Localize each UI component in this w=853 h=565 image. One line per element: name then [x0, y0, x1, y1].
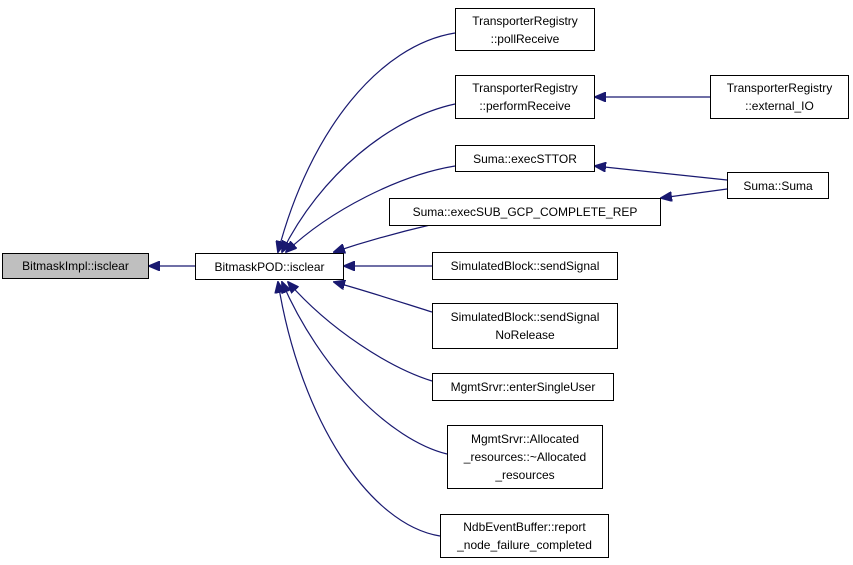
node-send-signal-norelease[interactable]: SimulatedBlock::sendSignal NoRelease: [432, 303, 618, 349]
node-label-line1: MgmtSrvr::Allocated: [470, 432, 580, 446]
node-label-line1: TransporterRegistry: [472, 13, 578, 28]
edge-pollreceive-to-bitmaskpod: [278, 32, 456, 252]
node-label-line1: TransporterRegistry: [726, 81, 833, 95]
node-report-node-failure-completed[interactable]: NdbEventBuffer::report _node_failure_com…: [440, 514, 609, 558]
node-label-line1: NdbEventBuffer::report: [463, 520, 586, 534]
node-external-io[interactable]: TransporterRegistry ::external_IO: [710, 75, 849, 119]
node-label-line2: NoRelease: [495, 328, 555, 342]
edge-execsubgcp-to-bitmaskpod: [334, 224, 431, 252]
node-bitmaskimpl-isclear[interactable]: BitmaskImpl::isclear: [2, 253, 149, 279]
node-suma-suma[interactable]: Suma::Suma: [727, 172, 829, 199]
node-label-line2: ::performReceive: [479, 99, 571, 113]
node-label: Suma::execSUB_GCP_COMPLETE_REP: [412, 205, 638, 219]
edge-sumasuma-to-execsttor: [595, 166, 728, 181]
node-allocated-resources[interactable]: MgmtSrvr::Allocated _resources::~Allocat…: [447, 425, 603, 489]
node-label-line3: _resources: [495, 468, 555, 482]
node-perform-receive[interactable]: TransporterRegistry ::performReceive: [455, 75, 595, 119]
node-label-line1: TransporterRegistry: [472, 81, 578, 95]
edge-reportnodefailure-to-bitmaskpod: [278, 282, 441, 537]
node-label-line1: SimulatedBlock::sendSignal: [450, 310, 600, 324]
node-send-signal[interactable]: SimulatedBlock::sendSignal: [432, 252, 618, 280]
node-label: SimulatedBlock::sendSignal: [450, 259, 600, 273]
node-label: Suma::execSTTOR: [473, 151, 577, 166]
edge-allocatedresources-to-bitmaskpod: [282, 282, 448, 455]
node-exec-sub-gcp-complete-rep[interactable]: Suma::execSUB_GCP_COMPLETE_REP: [389, 198, 661, 226]
edge-performreceive-to-bitmaskpod: [282, 103, 456, 252]
node-poll-receive[interactable]: TransporterRegistry ::pollReceive: [455, 8, 595, 51]
node-label-line2: ::external_IO: [745, 99, 814, 113]
node-enter-single-user[interactable]: MgmtSrvr::enterSingleUser: [432, 373, 614, 401]
edge-execsttor-to-bitmaskpod: [286, 165, 456, 252]
edge-sendsignalnorelease-to-bitmaskpod: [334, 282, 433, 313]
node-bitmaskpod-isclear[interactable]: BitmaskPOD::isclear: [195, 253, 344, 280]
node-label: BitmaskImpl::isclear: [22, 259, 129, 273]
node-label-line2: ::pollReceive: [490, 31, 560, 46]
edge-sumasuma-to-execsubgcp: [661, 188, 728, 198]
node-label: BitmaskPOD::isclear: [214, 259, 325, 274]
node-label-line2: _node_failure_completed: [457, 538, 592, 552]
node-label-line2: _resources::~Allocated: [463, 450, 587, 464]
node-exec-sttor[interactable]: Suma::execSTTOR: [455, 145, 595, 172]
node-label: Suma::Suma: [743, 178, 813, 193]
edge-entersingleuser-to-bitmaskpod: [288, 282, 433, 382]
node-label: MgmtSrvr::enterSingleUser: [450, 380, 596, 394]
